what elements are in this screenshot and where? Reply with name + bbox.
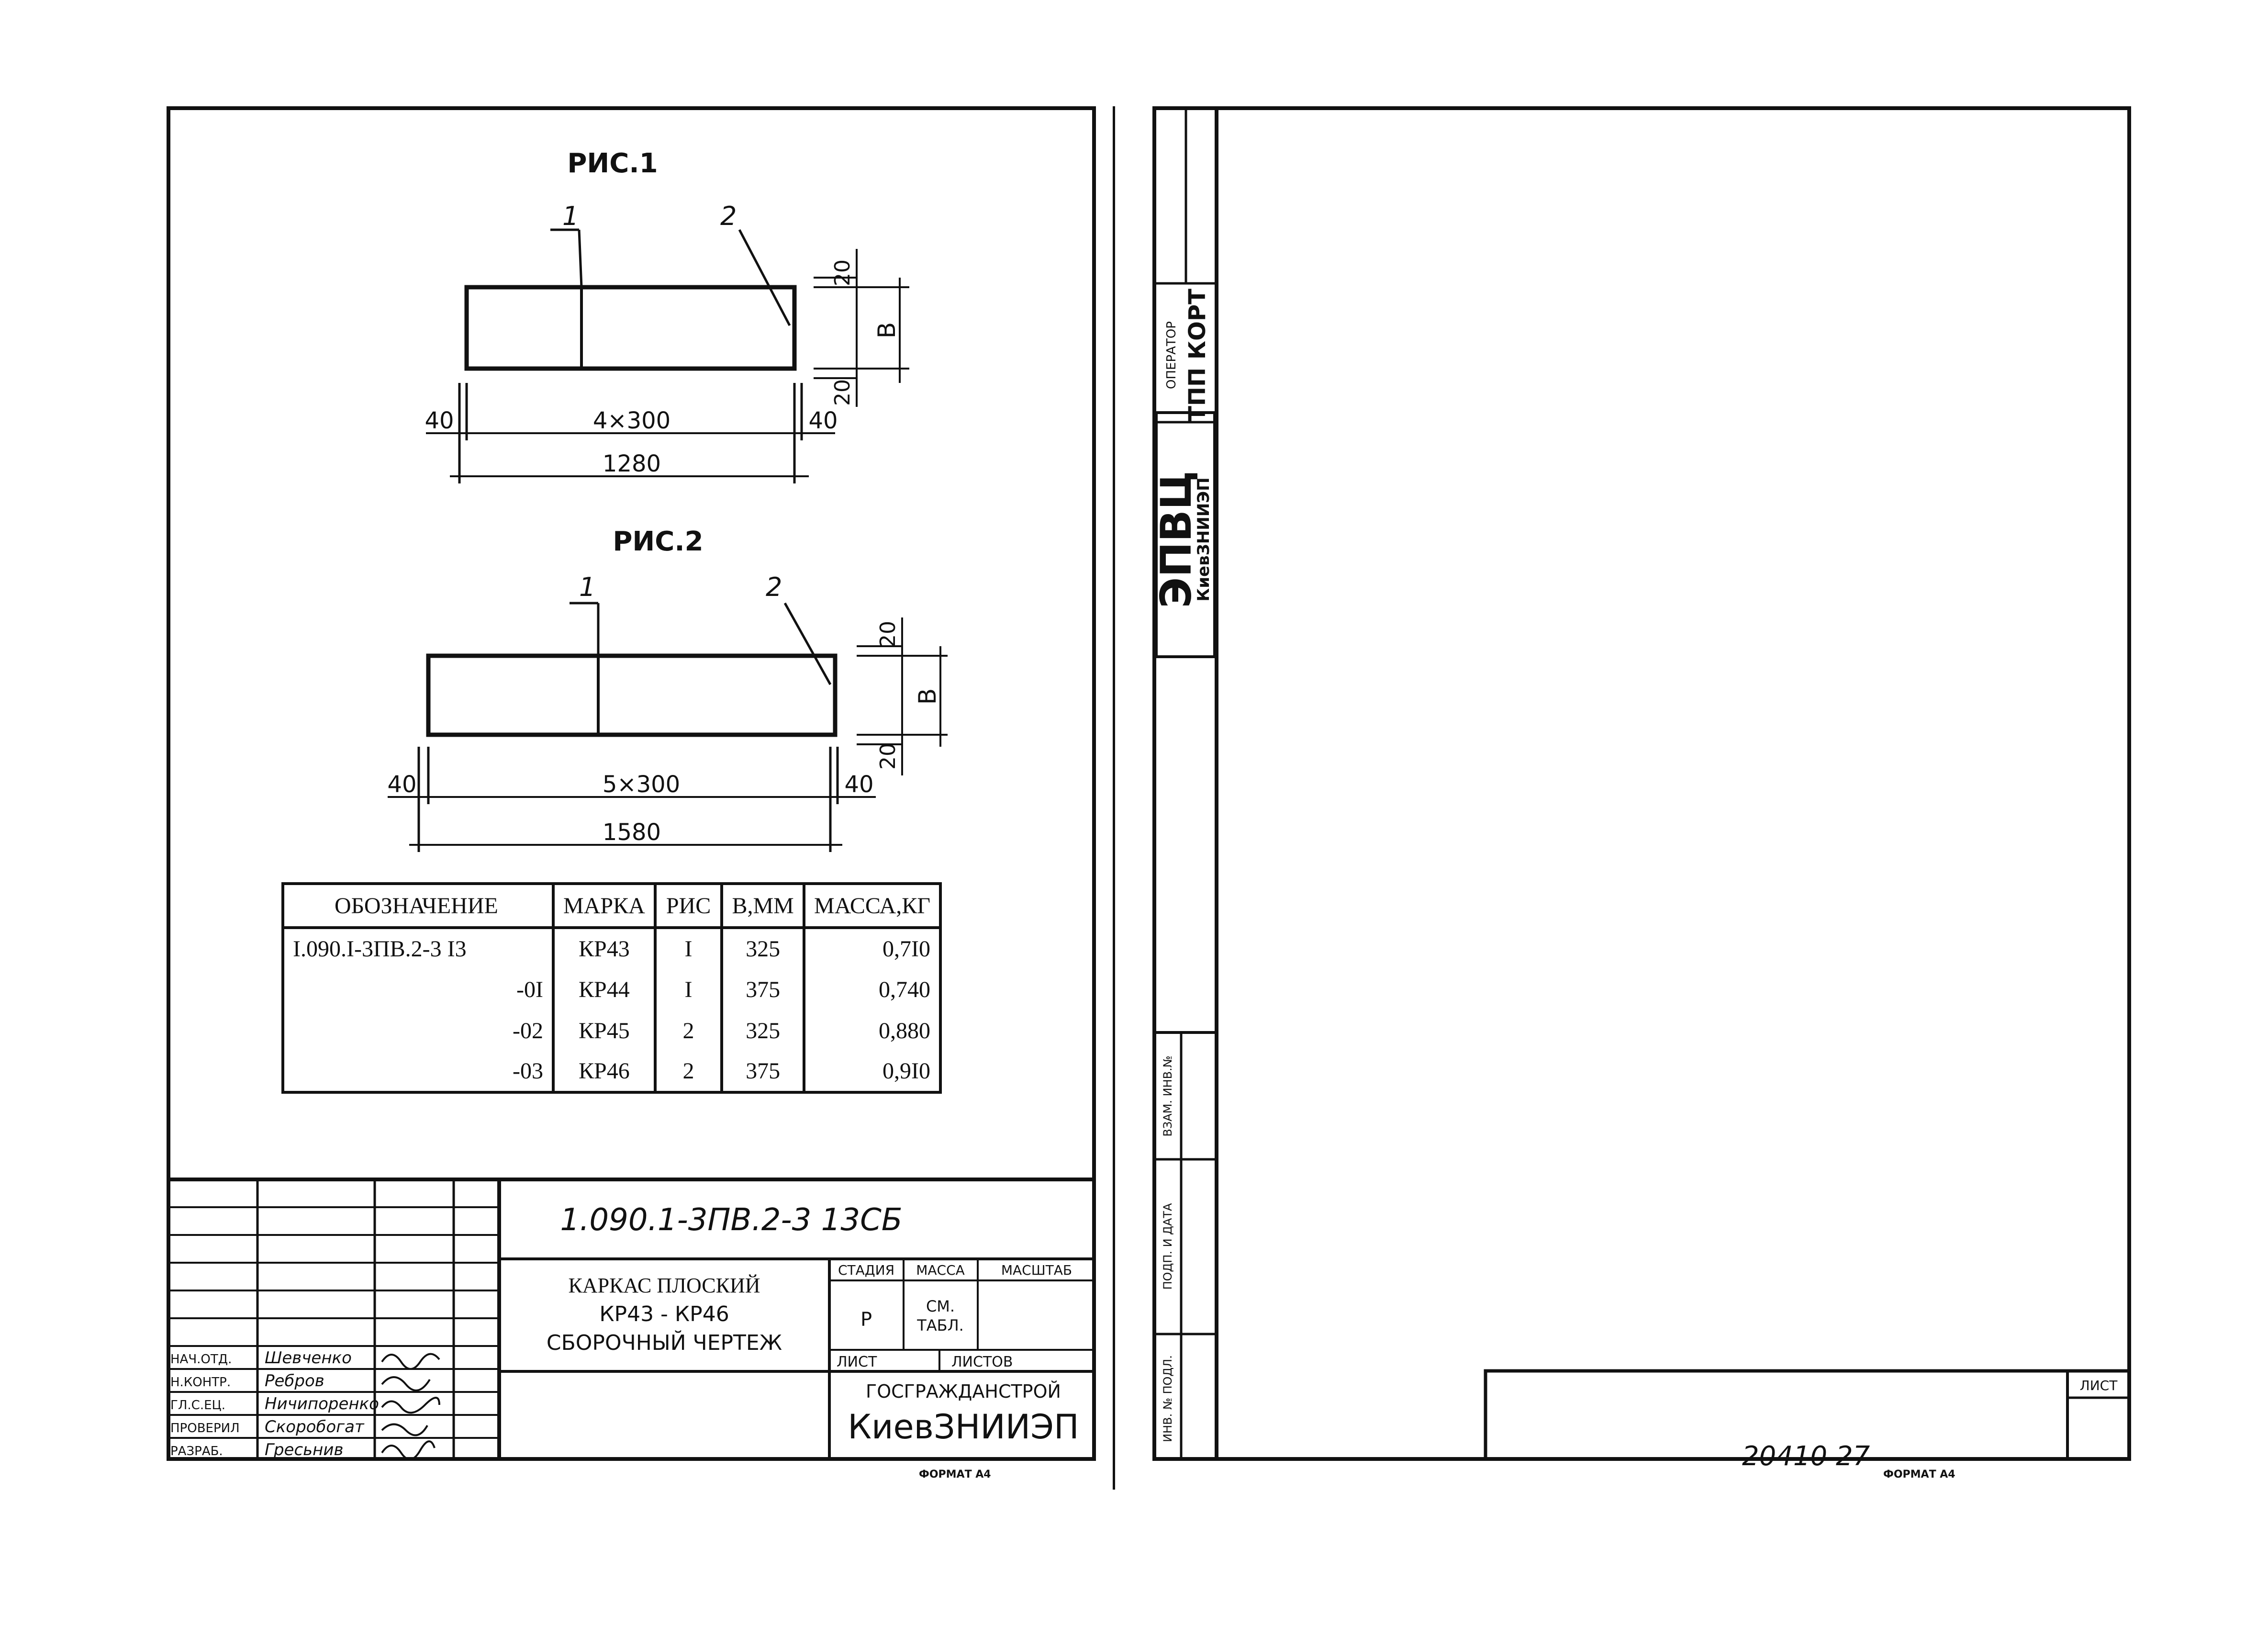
stamp-tpp: ТПП КОРТ (1184, 289, 1211, 422)
svg-text:40: 40 (387, 771, 416, 798)
svg-text:4×300: 4×300 (593, 407, 670, 434)
figure-2-title: РИС.2 (613, 527, 703, 557)
stamp-column: ОПЕРАТОР ТПП КОРТ ЭПВЦ КиевЗНИИЭП ВЗАМ. … (1152, 106, 1216, 1461)
signer-name: Шевченко (265, 1348, 352, 1368)
title-block: 1.090.1-3ПВ.2-3 13СБ КАРКАС ПЛОСКИЙ КР43… (167, 1178, 1096, 1461)
col-header-b: В,ММ (720, 882, 805, 929)
table-row: -03 КР46 2 375 0,9I0 (281, 1051, 942, 1094)
sheet-label: ЛИСТ (2080, 1378, 2118, 1393)
svg-text:1280: 1280 (603, 450, 661, 477)
role-label: ПРОВЕРИЛ (170, 1421, 240, 1436)
signature-scribble (381, 1376, 431, 1391)
left-format-label: ФОРМАТ А4 (919, 1469, 991, 1481)
signer-name: Гресьнив (265, 1440, 344, 1459)
table-row: I.090.I-3ПВ.2-3 I3 КР43 I 325 0,7I0 (281, 926, 942, 969)
organization-line-2: КиевЗНИИЭП (848, 1407, 1079, 1447)
svg-text:40: 40 (844, 771, 873, 798)
svg-text:20: 20 (830, 259, 855, 286)
role-label: НАЧ.ОТД. (170, 1352, 232, 1367)
role-label: Н.КОНТР. (170, 1375, 231, 1390)
svg-text:20: 20 (830, 379, 855, 406)
inventory-number: 20410 27 (1742, 1441, 1870, 1472)
side-label-replace-inv: ВЗАМ. ИНВ.№ (1161, 1055, 1174, 1136)
svg-text:ЛИСТ: ЛИСТ (837, 1354, 877, 1370)
signer-name: Ребров (265, 1371, 324, 1391)
figure-2: РИС.2 1 2 20 20 В 40 5×300 40 1580 (387, 527, 948, 852)
frame-rect-1 (464, 285, 797, 371)
col-header-mass: МАССА,КГ (802, 882, 942, 929)
title-name-line-3: СБОРОЧНЫЙ ЧЕРТЕЖ (547, 1330, 782, 1355)
svg-text:СТАДИЯ: СТАДИЯ (838, 1262, 894, 1278)
col-header-fig: РИС (653, 882, 724, 929)
side-label-sign-date: ПОДП. И ДАТА (1161, 1203, 1174, 1290)
specification-table: ОБОЗНАЧЕНИЕ МАРКА РИС В,ММ МАССА,КГ I.09… (281, 882, 942, 1094)
stamp-org: КиевЗНИИЭП (1194, 477, 1213, 601)
sheet-number-stamp: ЛИСТ (1484, 1369, 2131, 1461)
signature-scribble (381, 1423, 428, 1436)
svg-text:ТАБЛ.: ТАБЛ. (916, 1316, 964, 1335)
right-sheet-frame (1152, 106, 2131, 1461)
svg-text:ЛИСТОВ: ЛИСТОВ (951, 1354, 1013, 1370)
signer-name: Ничипоренко (265, 1394, 379, 1413)
title-name-line-1: КАРКАС ПЛОСКИЙ (568, 1274, 760, 1297)
stamp-epvc: ЭПВЦ (1152, 471, 1201, 608)
svg-text:20: 20 (876, 743, 900, 770)
table-row: -0I КР44 I 375 0,740 (281, 969, 942, 1010)
svg-text:СМ.: СМ. (926, 1297, 955, 1315)
stage-value: Р (860, 1309, 872, 1331)
col-header-designation: ОБОЗНАЧЕНИЕ (281, 882, 555, 929)
figure-1-title: РИС.1 (567, 148, 658, 179)
svg-text:1580: 1580 (603, 819, 661, 846)
svg-text:5×300: 5×300 (603, 771, 680, 798)
svg-text:20: 20 (876, 621, 900, 648)
frame-rect-2 (426, 653, 838, 737)
col-header-mark: МАРКА (552, 882, 657, 929)
signature-scribble (381, 1397, 440, 1414)
table-row: -02 КР45 2 325 0,880 (281, 1010, 942, 1051)
callout-1-fig2: 1 (579, 572, 595, 602)
organization-line-1: ГОСГРАЖДАНСТРОЙ (866, 1381, 1061, 1402)
document-code: 1.090.1-3ПВ.2-3 13СБ (560, 1202, 902, 1238)
right-format-label: ФОРМАТ А4 (1883, 1469, 1955, 1481)
stamp-operator: ОПЕРАТОР (1164, 321, 1179, 389)
role-label: ГЛ.С.ЕЦ. (170, 1398, 225, 1413)
signature-scribble (381, 1440, 436, 1460)
svg-text:40: 40 (808, 407, 838, 434)
side-label-inv-original: ИНВ. № ПОДЛ. (1161, 1355, 1174, 1442)
signature-scribble (381, 1353, 440, 1370)
left-sheet-binding-line (1113, 106, 1115, 1490)
left-sheet-frame (167, 106, 1096, 1461)
svg-text:В: В (873, 322, 901, 338)
title-name-line-2: КР43 - КР46 (599, 1302, 729, 1326)
svg-text:В: В (914, 688, 941, 705)
signer-name: Скоробогат (265, 1417, 365, 1436)
callout-2: 2 (720, 201, 737, 231)
figure-1: РИС.1 1 2 20 20 В 40 4×300 40 1280 (425, 148, 909, 483)
right-sheet-inner-border (1215, 110, 1218, 1458)
role-label: РАЗРАБ. (170, 1444, 223, 1458)
svg-text:40: 40 (425, 407, 454, 434)
svg-text:МАСШТАБ: МАСШТАБ (1001, 1262, 1072, 1278)
callout-2-fig2: 2 (766, 572, 782, 602)
callout-1: 1 (562, 201, 579, 231)
table-header-row: ОБОЗНАЧЕНИЕ МАРКА РИС В,ММ МАССА,КГ (281, 882, 942, 929)
svg-text:МАССА: МАССА (916, 1262, 965, 1278)
